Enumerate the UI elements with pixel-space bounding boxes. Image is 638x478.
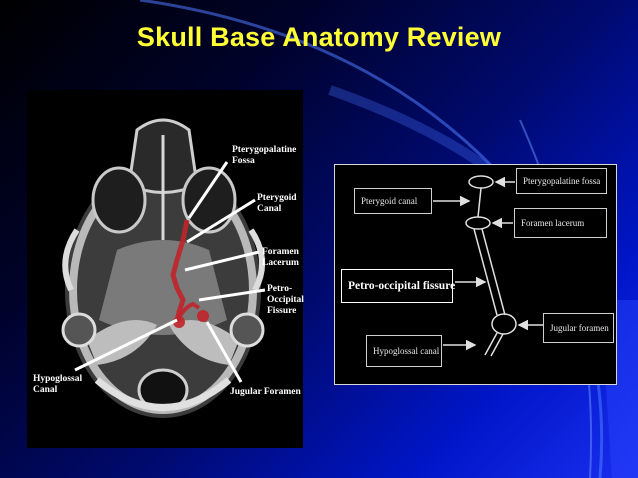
label-pterygopalatine-fossa: Pterygopalatine Fossa xyxy=(232,145,297,166)
box-foramen-lacerum: Foramen lacerum xyxy=(514,208,607,238)
label-foramen-lacerum: Foramen Lacerum xyxy=(262,247,299,268)
box-jugular-foramen: Jugular foramen xyxy=(543,313,614,343)
schematic-diagram: Pterygopalatine fossa Pterygoid canal Fo… xyxy=(334,164,617,385)
box-pterygopalatine-fossa: Pterygopalatine fossa xyxy=(516,168,607,194)
oval-pterygopalatine-fossa xyxy=(468,175,494,189)
ct-scan-drawing xyxy=(61,118,266,418)
ct-scan-image: Pterygopalatine Fossa Pterygoid Canal Fo… xyxy=(27,90,304,448)
oval-jugular-foramen xyxy=(491,313,517,335)
box-hypoglossal-canal: Hypoglossal canal xyxy=(366,335,442,367)
box-petro-occipital-fissure: Petro-occipital fissure xyxy=(341,269,455,303)
schematic-connectors xyxy=(433,175,543,357)
label-pterygoid-canal: Pterygoid Canal xyxy=(257,193,297,214)
label-jugular-foramen: Jugular Foramen xyxy=(230,387,301,397)
slide-title: Skull Base Anatomy Review xyxy=(136,22,502,52)
label-hypoglossal-canal: Hypoglossal Canal xyxy=(33,374,83,395)
oval-foramen-lacerum xyxy=(465,216,491,230)
box-pterygoid-canal: Pterygoid canal xyxy=(354,188,432,214)
label-petro-occipital-fissure: Petro- Occipital Fissure xyxy=(267,284,304,316)
